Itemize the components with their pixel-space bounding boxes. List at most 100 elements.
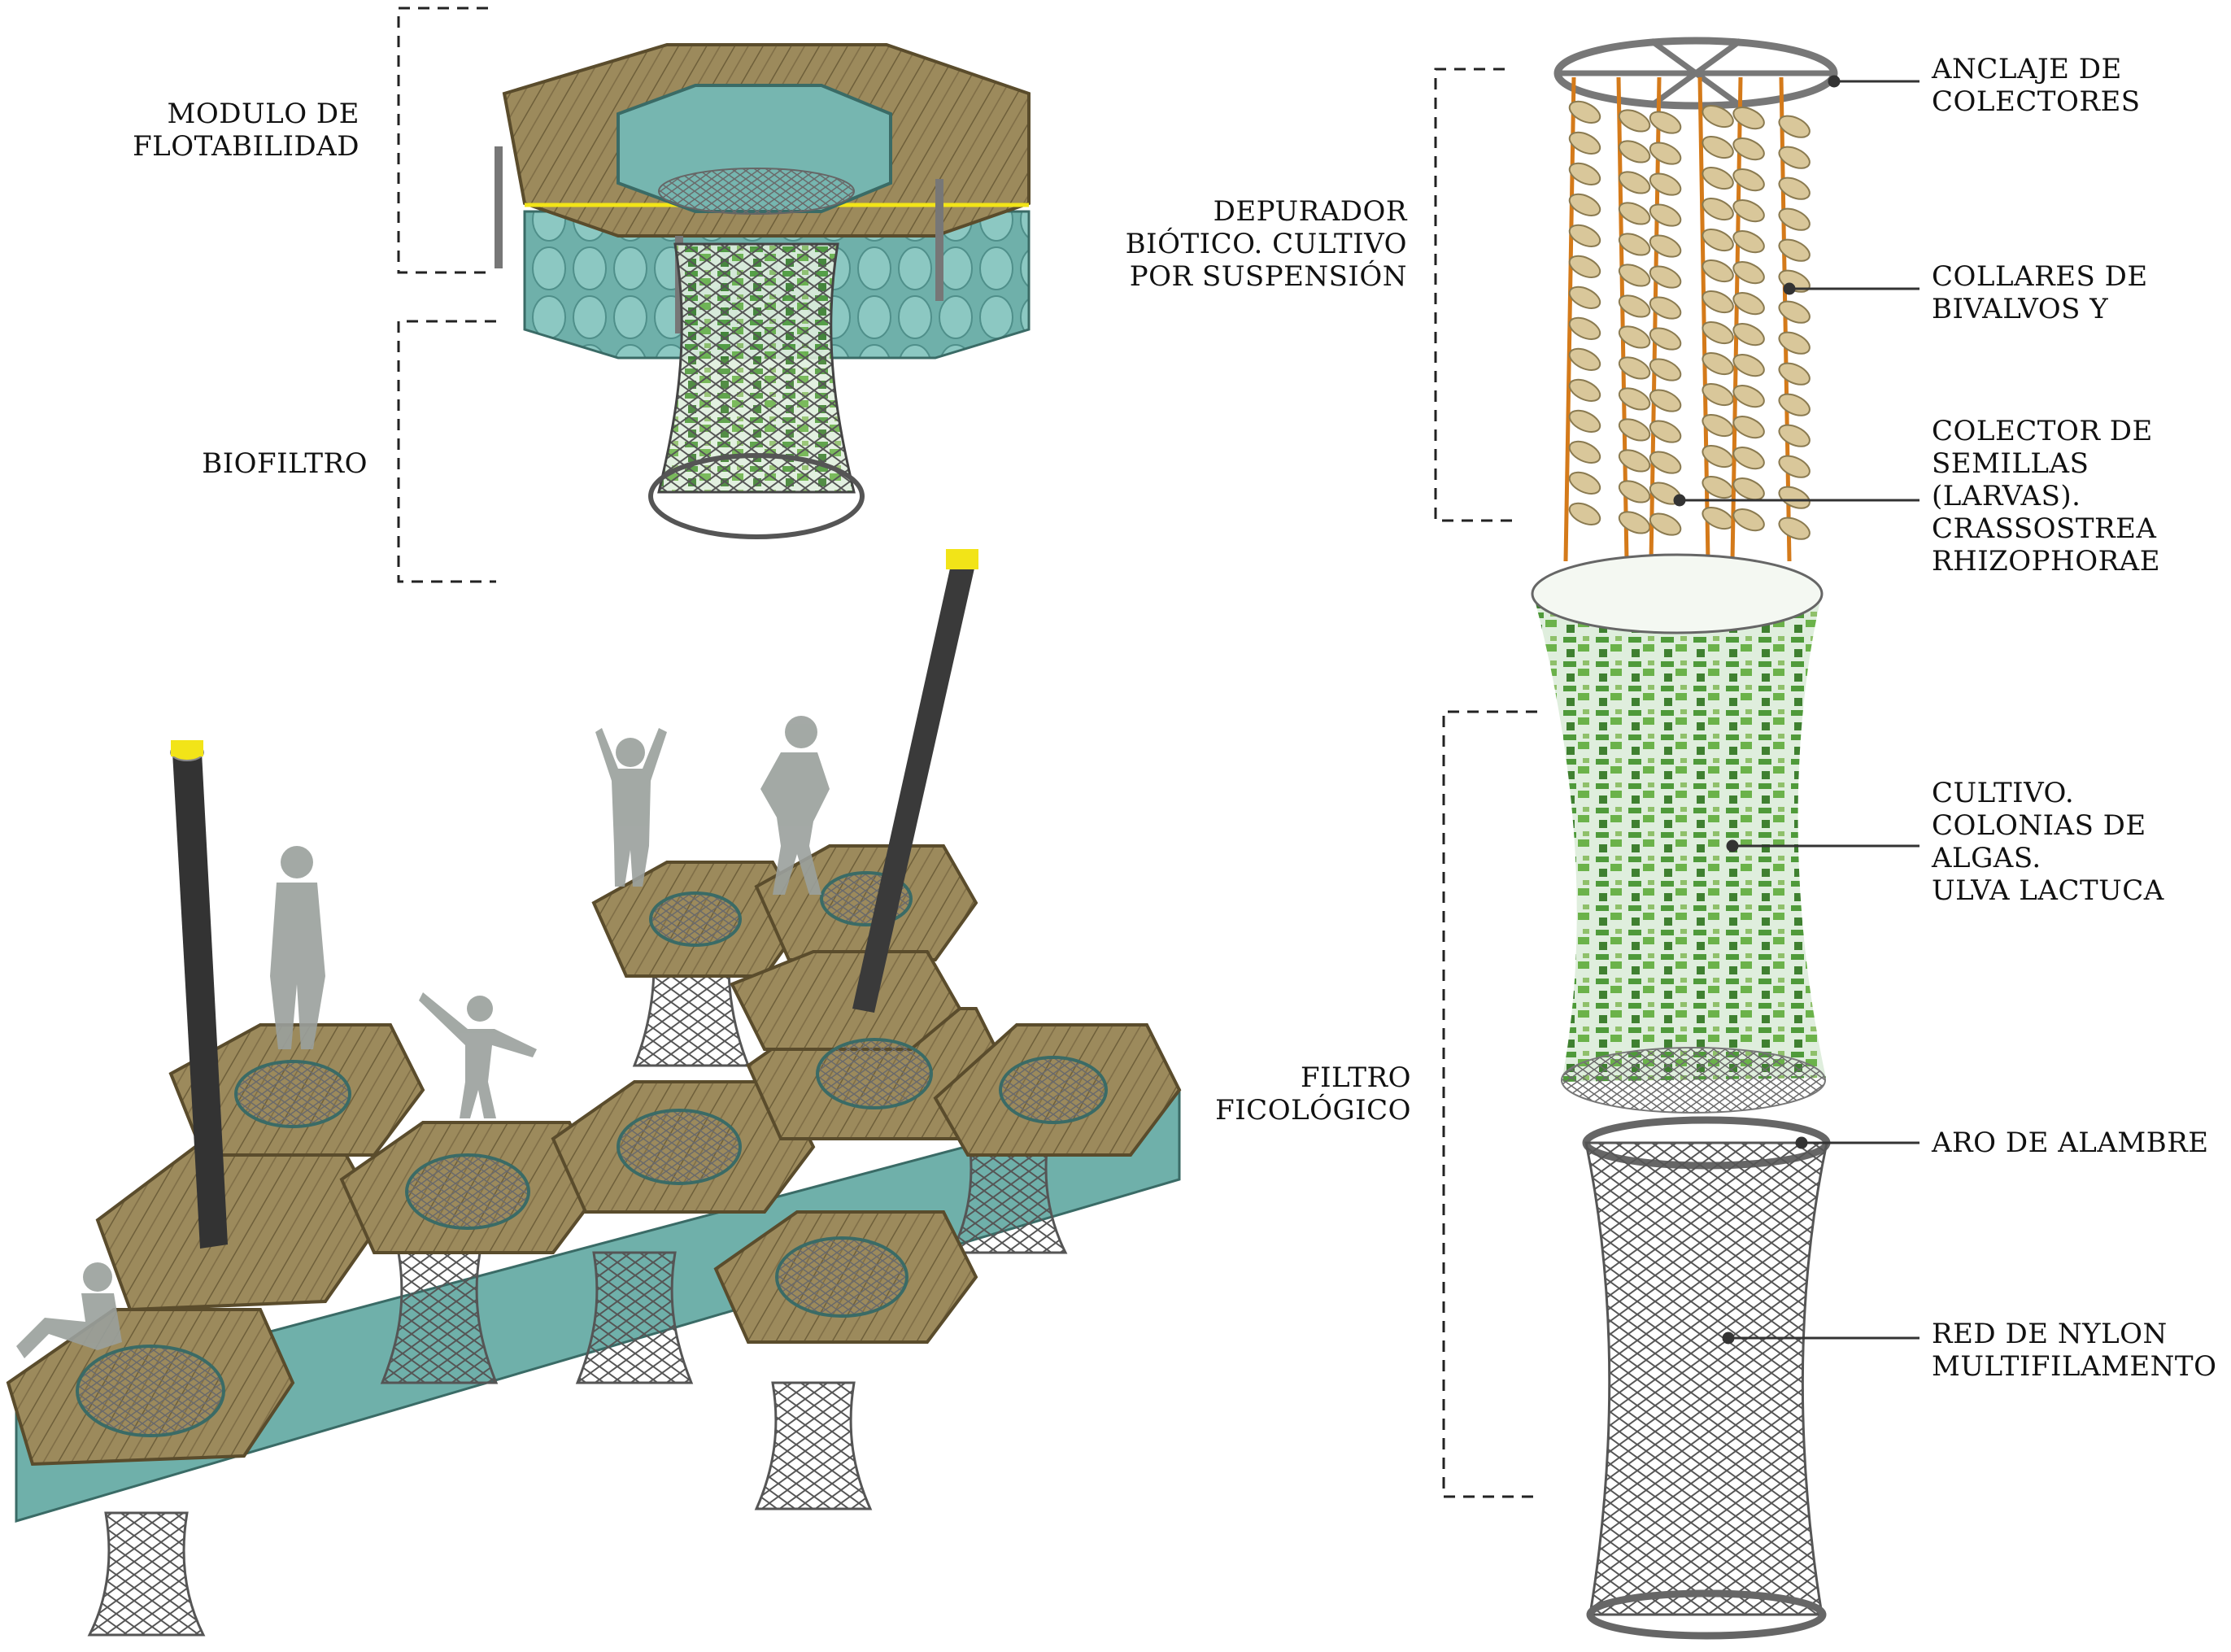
bivalve-shell <box>1649 296 1682 320</box>
bivalve-shell <box>1732 107 1765 130</box>
bivalve-shell <box>1568 378 1601 402</box>
bivalve-shell <box>1702 166 1734 190</box>
bivalve-shell <box>1778 300 1811 324</box>
human-figures <box>16 716 830 1358</box>
masts <box>170 549 978 1249</box>
bivalve-shell <box>1568 224 1601 247</box>
bivalve-shell <box>1778 146 1811 169</box>
leader-lines <box>1673 75 1919 1345</box>
biofilter-column <box>648 242 865 539</box>
bivalve-shell <box>1732 230 1765 254</box>
bivalve-shell <box>1568 162 1601 185</box>
bivalve-shell <box>1732 168 1765 192</box>
bivalve-shell <box>1778 486 1811 509</box>
bivalve-shell <box>1649 172 1682 196</box>
bivalve-shell <box>1618 387 1651 411</box>
bivalve-shell <box>1618 171 1651 194</box>
bivalve-shell <box>1618 233 1651 256</box>
bivalve-shell <box>1618 418 1651 442</box>
bivalve-shell <box>1568 316 1601 340</box>
bivalve-shell <box>1618 511 1651 534</box>
bivalve-shell <box>1649 420 1682 443</box>
bivalve-shell <box>1778 424 1811 447</box>
bivalve-shell <box>1649 389 1682 412</box>
bivalve-shell <box>1649 203 1682 227</box>
bivalve-shell <box>1732 385 1765 408</box>
bivalve-shell <box>1618 109 1651 133</box>
bivalve-shell <box>1778 517 1811 540</box>
biofiltro-bracket <box>397 320 496 583</box>
person-hands-on-hips <box>760 716 830 895</box>
bivalve-shell <box>1568 131 1601 155</box>
label-aro-alambre: ARO DE ALAMBRE <box>1932 1127 2209 1159</box>
bivalve-shell <box>1702 197 1734 221</box>
bivalve-shell <box>1732 292 1765 316</box>
bivalve-shell <box>1649 265 1682 289</box>
modulo-bracket <box>397 7 488 274</box>
bivalve-shell <box>1649 111 1682 134</box>
bivalve-shell <box>1732 508 1765 532</box>
label-depurador-biotico: DEPURADOR BIÓTICO. CULTIVO POR SUSPENSIÓ… <box>1125 195 1407 293</box>
person-raising-arms <box>595 728 667 887</box>
bivalve-shell <box>1732 199 1765 223</box>
bivalve-shell <box>1732 261 1765 285</box>
bivalve-shell <box>1702 382 1734 407</box>
label-cultivo-algas: CULTIVO. COLONIAS DE ALGAS. ULVA LACTUCA <box>1932 777 2164 907</box>
bivalve-shell <box>1732 416 1765 439</box>
platform-openings <box>76 871 1108 1437</box>
bivalve-shell <box>1618 449 1651 473</box>
filtro-bracket <box>1442 710 1537 1498</box>
label-modulo-flotabilidad: MODULO DE FLOTABILIDAD <box>133 98 359 163</box>
bivalve-shell <box>1778 115 1811 138</box>
label-filtro-ficologico: FILTRO FICOLÓGICO <box>1215 1061 1411 1127</box>
bivalve-shell <box>1649 327 1682 351</box>
label-collares-bivalvos: COLLARES DE BIVALVOS Y <box>1932 260 2148 325</box>
bivalve-shell <box>1568 286 1601 309</box>
bivalve-collars <box>1563 76 1811 562</box>
bivalve-shell <box>1778 455 1811 478</box>
bivalve-shell <box>1568 255 1601 278</box>
collector-rope <box>1730 76 1743 562</box>
bivalve-shell <box>1618 264 1651 287</box>
bivalve-shell <box>1618 356 1651 380</box>
bivalve-shell <box>1702 135 1734 159</box>
bivalve-shell <box>1618 202 1651 225</box>
person-standing <box>270 846 325 1049</box>
bivalve-shell <box>1568 100 1601 124</box>
bivalve-shell <box>1649 451 1682 474</box>
bivalve-shell <box>1732 354 1765 377</box>
label-colector-semillas: COLECTOR DE SEMILLAS (LARVAS). CRASSOSTR… <box>1932 415 2161 578</box>
bivalve-shell <box>1732 323 1765 347</box>
bivalve-shell <box>1702 259 1734 283</box>
bivalve-shell <box>1568 440 1601 464</box>
bivalve-shell <box>1702 290 1734 314</box>
bivalve-shell <box>1649 358 1682 381</box>
bivalve-shell <box>1702 228 1734 252</box>
nylon-net <box>1584 1141 1828 1640</box>
bivalve-shell <box>1702 506 1734 530</box>
bivalve-shell <box>1702 104 1734 129</box>
bivalve-shell <box>1732 477 1765 501</box>
bivalve-shell <box>1618 325 1651 349</box>
collector-rope <box>1563 76 1576 562</box>
bivalve-shell <box>1568 347 1601 371</box>
bivalve-shell <box>1568 471 1601 495</box>
bivalve-shell <box>1778 393 1811 416</box>
floating-module <box>495 43 1031 360</box>
bivalve-shell <box>1649 142 1682 165</box>
algae-culture-cylinder <box>1531 553 1826 1114</box>
bivalve-shell <box>1778 331 1811 355</box>
bivalve-shell <box>1618 294 1651 318</box>
bivalve-shell <box>1568 502 1601 525</box>
bivalve-shell <box>1778 238 1811 262</box>
bivalve-shell <box>1778 362 1811 386</box>
bivalve-shell <box>1618 480 1651 503</box>
child-arms-up <box>419 992 537 1118</box>
person-sitting <box>16 1262 122 1358</box>
collector-anchor-ring <box>1553 37 1838 110</box>
platform-deck <box>6 844 1182 1467</box>
bivalve-shell <box>1778 177 1811 200</box>
bivalve-shell <box>1778 207 1811 231</box>
bivalve-shell <box>1568 193 1601 216</box>
